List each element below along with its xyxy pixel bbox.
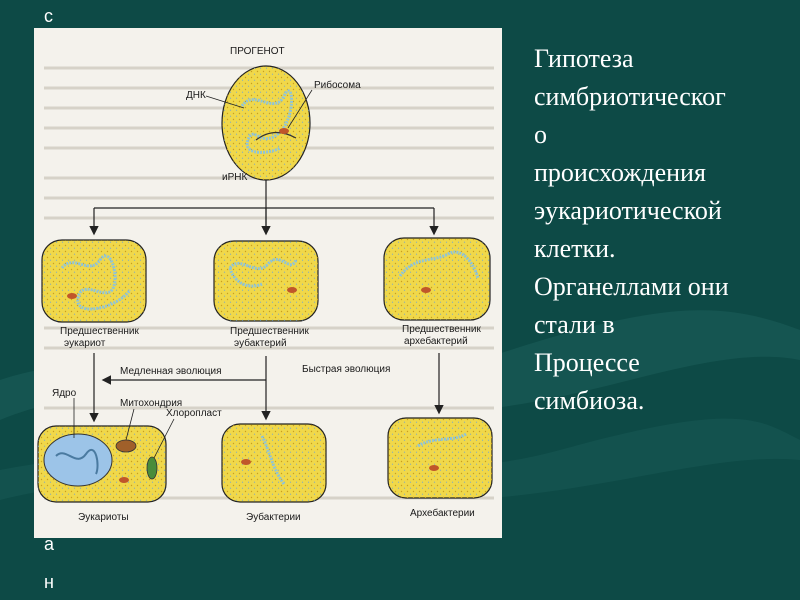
pre-eubacteria-label-2: эубактерий: [234, 337, 287, 349]
caption-line: Процессе: [534, 348, 640, 377]
caption-line: симбиоза.: [534, 386, 645, 415]
evolution-arrows: [89, 353, 444, 423]
pre-eukaryote-cell: [41, 239, 147, 323]
diagram-svg: ПРОГЕНОТ Рибосома ДНК иРНК: [37, 46, 494, 523]
pre-eukaryote-label-2: эукариот: [64, 338, 106, 349]
branch-arrows: [89, 180, 439, 236]
dna-label: ДНК: [186, 90, 206, 101]
eubacteria-cell: [221, 423, 327, 503]
caption-line: Органеллами они: [534, 272, 729, 301]
slow-evolution-label: Медленная эволюция: [120, 366, 222, 377]
stray-letter-bottom-2: н: [44, 572, 54, 592]
chloroplast-label: Хлоропласт: [166, 408, 222, 419]
eubacteria-label: Эубактерии: [246, 511, 301, 523]
pre-eubacteria-cell: [213, 240, 319, 322]
mitochondria-label: Митохондрия: [120, 398, 182, 409]
stray-letter-bottom-1: а: [44, 534, 55, 554]
mrna-label: иРНК: [222, 172, 247, 183]
progenote-cell: [221, 65, 311, 181]
ribosome-label: Рибосома: [314, 79, 361, 91]
stray-letter-top: с: [44, 6, 53, 26]
pre-eubacteria-label-1: Предшественник: [230, 326, 309, 337]
archaea-cell: [387, 417, 493, 499]
caption-line: происхождения: [534, 158, 706, 187]
caption-line: стали в: [534, 310, 615, 339]
eukaryotes-label: Эукариоты: [78, 512, 129, 523]
progenote-label: ПРОГЕНОТ: [230, 46, 285, 57]
caption-line: о: [534, 120, 547, 149]
fast-evolution-label: Быстрая эволюция: [302, 364, 390, 375]
caption-line: эукариотической: [534, 196, 722, 225]
caption-line: клетки.: [534, 234, 616, 263]
caption-line: Гипотеза: [534, 44, 634, 73]
slide-caption: Гипотеза симбриотическог о происхождения…: [534, 40, 784, 420]
caption-line: симбриотическог: [534, 82, 726, 111]
pre-archaea-cell: [383, 237, 491, 321]
pre-archaea-label-2: архебактерий: [404, 335, 468, 347]
nucleus-label: Ядро: [52, 388, 77, 399]
symbiosis-diagram: ПРОГЕНОТ Рибосома ДНК иРНК: [34, 28, 502, 538]
pre-archaea-label-1: Предшественник: [402, 324, 481, 335]
pre-eukaryote-label-1: Предшественник: [60, 326, 139, 337]
archaea-label: Архебактерии: [410, 507, 475, 519]
eukaryote-cell: [37, 425, 167, 503]
